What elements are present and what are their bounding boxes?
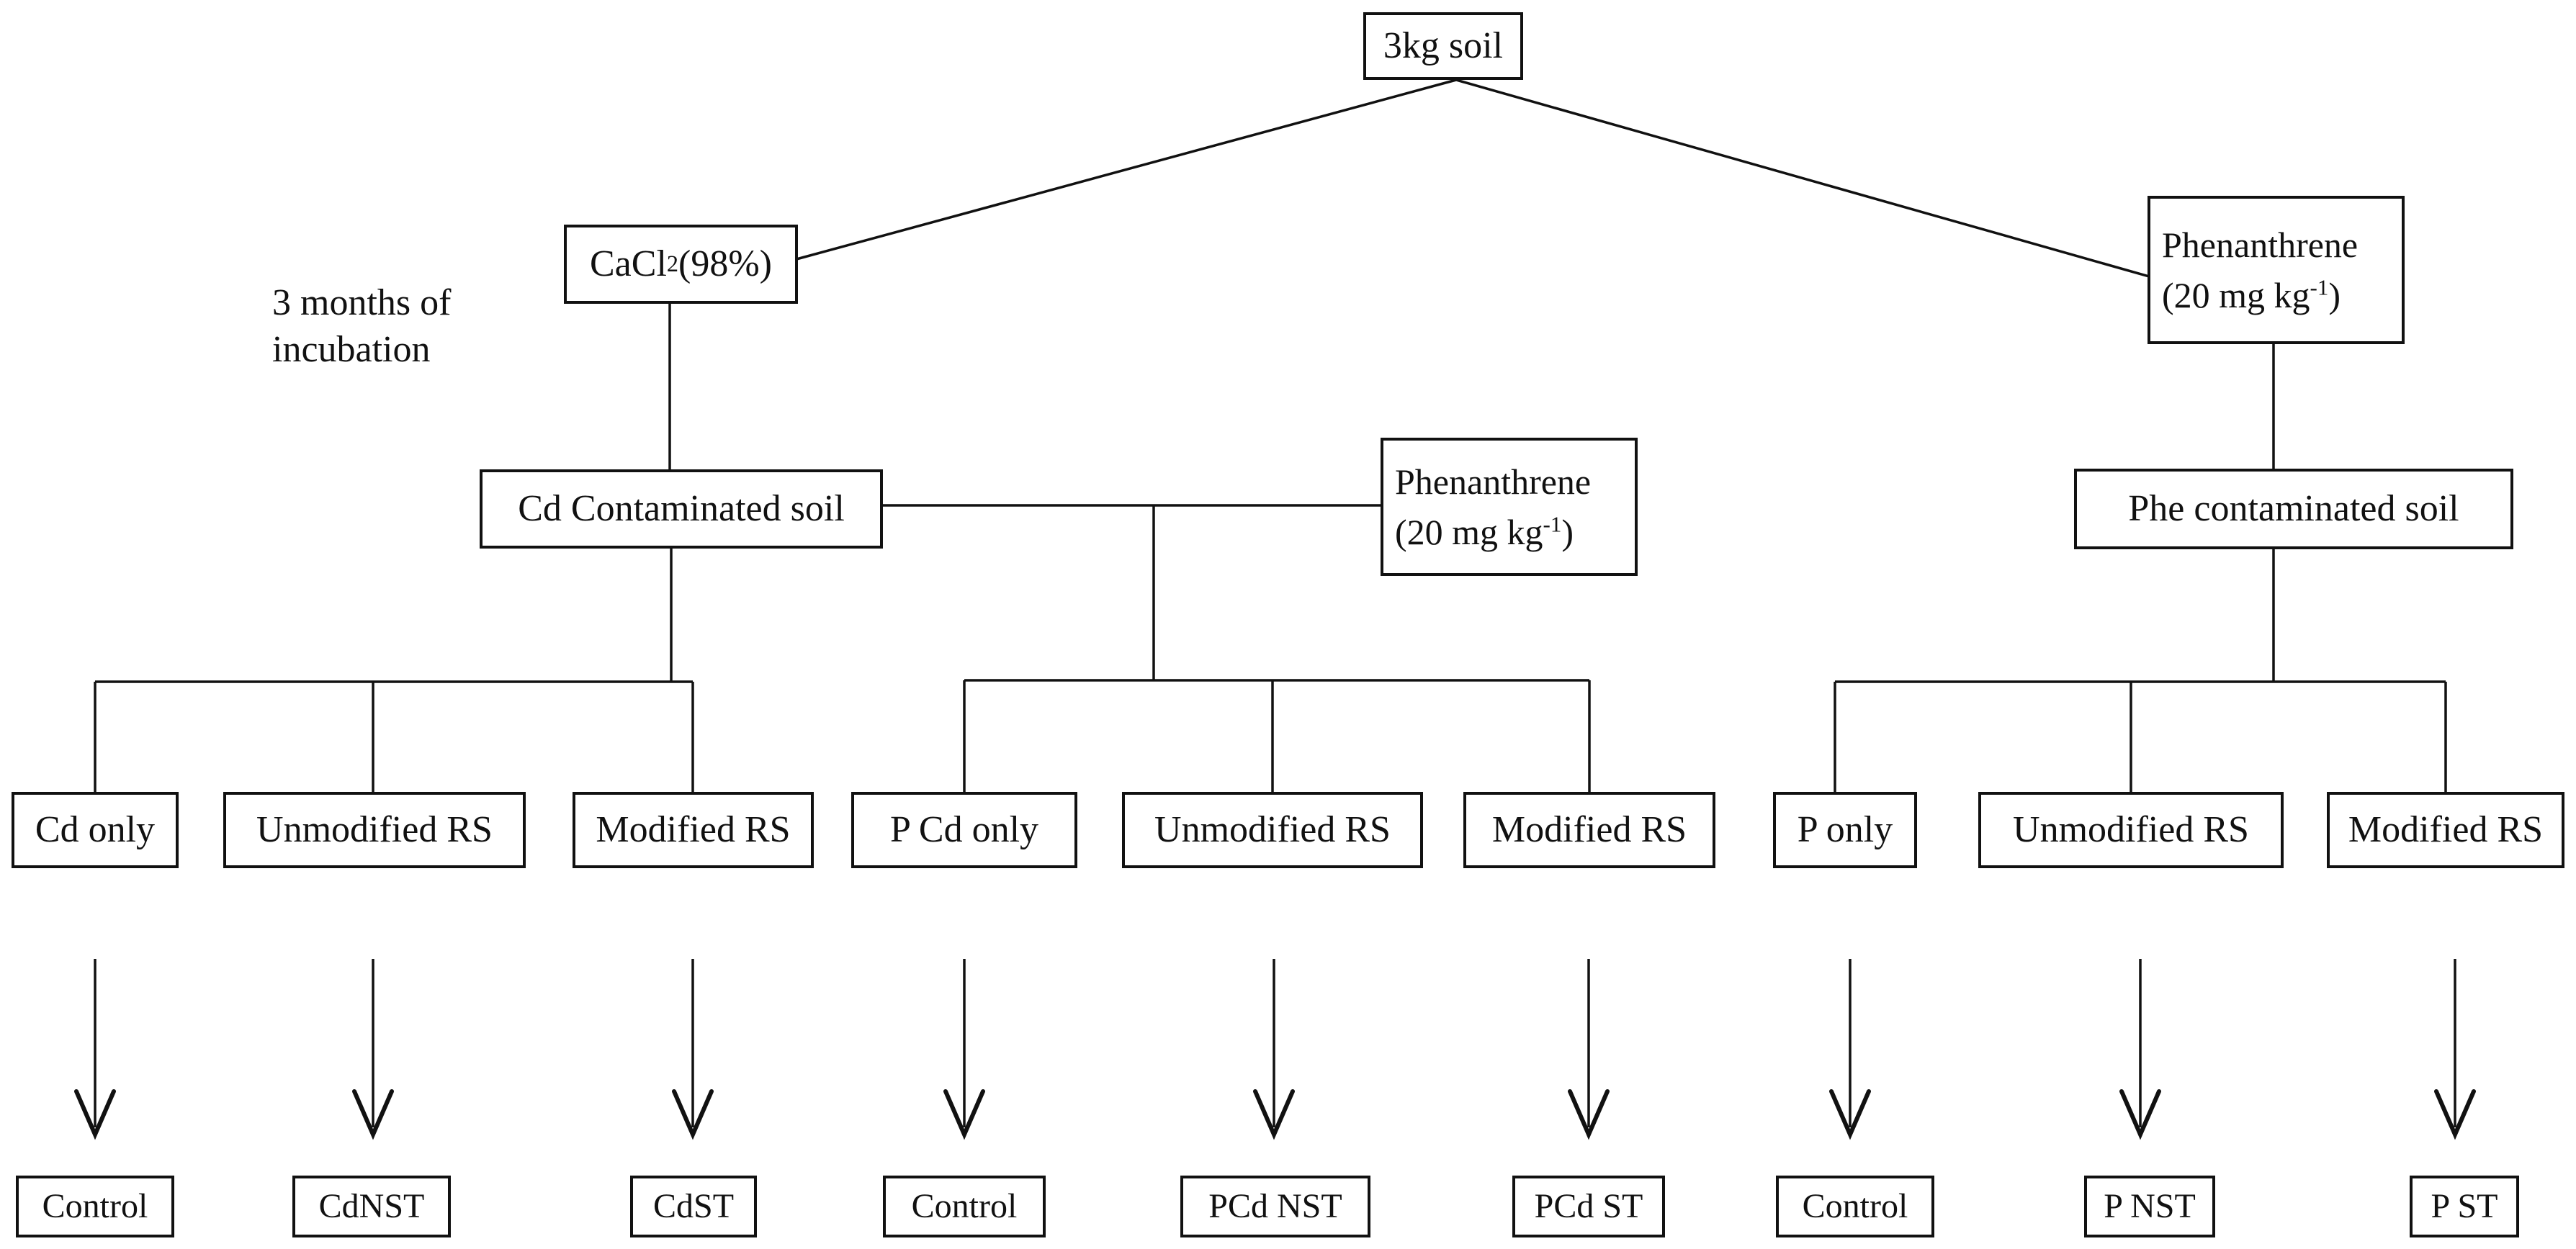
phenanthrene-right-line1: Phenanthrene [2162, 225, 2359, 265]
phenanthrene-mid-close: ) [1561, 512, 1574, 552]
arrow-shafts [94, 959, 2456, 1127]
node-result-pcd-nst: PCd NST [1180, 1176, 1370, 1237]
incubation-note-line2: incubation [272, 329, 431, 370]
node-treatment-unmodified-rs-1: Unmodified RS [223, 792, 526, 868]
incubation-note: 3 months of incubation [272, 279, 451, 373]
node-treatment-p-only: P only [1773, 792, 1917, 868]
phenanthrene-mid-dose: (20 mg kg [1395, 512, 1543, 552]
node-treatment-p-cd-only: P Cd only [851, 792, 1077, 868]
node-result-control-1: Control [16, 1176, 174, 1237]
node-phenanthrene-mid: Phenanthrene (20 mg kg-1) [1381, 438, 1638, 576]
down-arrows [74, 959, 2476, 1140]
phenanthrene-mid-exponent: -1 [1543, 511, 1562, 537]
phenanthrene-mid-line1: Phenanthrene [1395, 461, 1592, 502]
phenanthrene-right-close: ) [2328, 275, 2341, 315]
node-result-pcd-st: PCd ST [1512, 1176, 1665, 1237]
node-cd-contaminated-soil: Cd Contaminated soil [480, 469, 883, 549]
cacl2-rest: (98%) [678, 243, 772, 285]
cacl2-subscript: 2 [666, 251, 679, 277]
node-root-soil: 3kg soil [1363, 12, 1523, 80]
node-result-cdnst: CdNST [292, 1176, 451, 1237]
cacl2-base: CaCl [590, 243, 667, 285]
phenanthrene-right-line2: (20 mg kg-1) [2162, 270, 2341, 320]
node-treatment-modified-rs-1: Modified RS [573, 792, 814, 868]
node-result-p-nst: P NST [2084, 1176, 2215, 1237]
node-phe-contaminated-soil: Phe contaminated soil [2074, 469, 2513, 549]
node-treatment-unmodified-rs-3: Unmodified RS [1978, 792, 2284, 868]
node-treatment-modified-rs-2: Modified RS [1463, 792, 1715, 868]
node-result-control-3: Control [1776, 1176, 1934, 1237]
incubation-note-line1: 3 months of [272, 282, 452, 323]
node-result-control-2: Control [883, 1176, 1046, 1237]
node-treatment-cd-only: Cd only [12, 792, 179, 868]
node-treatment-modified-rs-3: Modified RS [2327, 792, 2564, 868]
tree-connectors [94, 78, 2447, 793]
phenanthrene-right-dose: (20 mg kg [2162, 275, 2310, 315]
node-phenanthrene-right: Phenanthrene (20 mg kg-1) [2148, 196, 2405, 344]
phenanthrene-right-exponent: -1 [2310, 274, 2329, 300]
phenanthrene-mid-line2: (20 mg kg-1) [1395, 507, 1574, 557]
arrow-heads [74, 1089, 2476, 1140]
node-treatment-unmodified-rs-2: Unmodified RS [1122, 792, 1423, 868]
node-result-p-st: P ST [2410, 1176, 2519, 1237]
node-result-cdst: CdST [630, 1176, 757, 1237]
